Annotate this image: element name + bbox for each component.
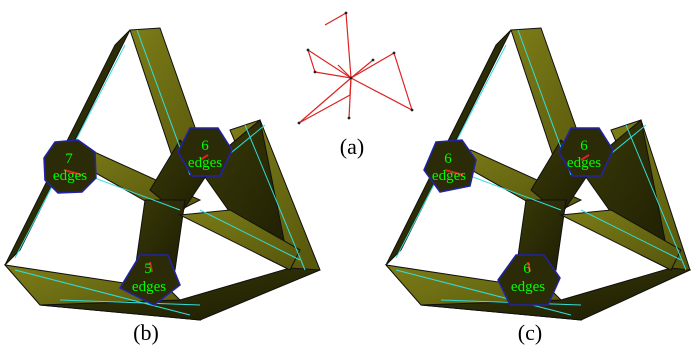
arm-down [515,199,567,271]
arm-down [134,199,186,271]
caption-c: (c) [517,320,543,345]
caption-a: (a) [339,134,365,159]
panel-a-skeleton [297,11,414,125]
cap-c3-count: 6 [523,261,531,277]
cap-c1-count: 6 [444,151,452,167]
caption-b: (b) [133,320,159,345]
cap-6-edges [497,254,561,306]
skeleton-nodes [297,11,414,125]
arm-diag [559,209,682,271]
cap-b2-count: 6 [201,138,209,154]
skeleton-ticks-b [63,154,209,273]
cap-c2-word: edges [567,155,601,171]
skeleton-ticks-c [444,154,590,273]
cap-c1-word: edges [432,168,466,184]
cap-6-edges [558,127,614,177]
cap-6-edges [423,139,477,193]
cap-b3-count: 5 [144,261,152,277]
cap-b3-word: edges [132,279,166,295]
cap-c3-word: edges [511,279,545,295]
arm-diag [178,209,301,271]
cap-6-edges [177,127,233,177]
cap-7-edges [43,139,97,194]
cap-b1-word: edges [53,168,87,184]
panel-b-mesh: 7 edges 6 edges 5 edges [3,27,321,321]
cap-b2-word: edges [188,155,222,171]
cap-c2-count: 6 [580,138,588,154]
cap-b1-count: 7 [65,151,73,167]
panel-c-mesh: 6 edges 6 edges 6 edges [384,27,691,321]
cap-5-edges [118,254,181,306]
